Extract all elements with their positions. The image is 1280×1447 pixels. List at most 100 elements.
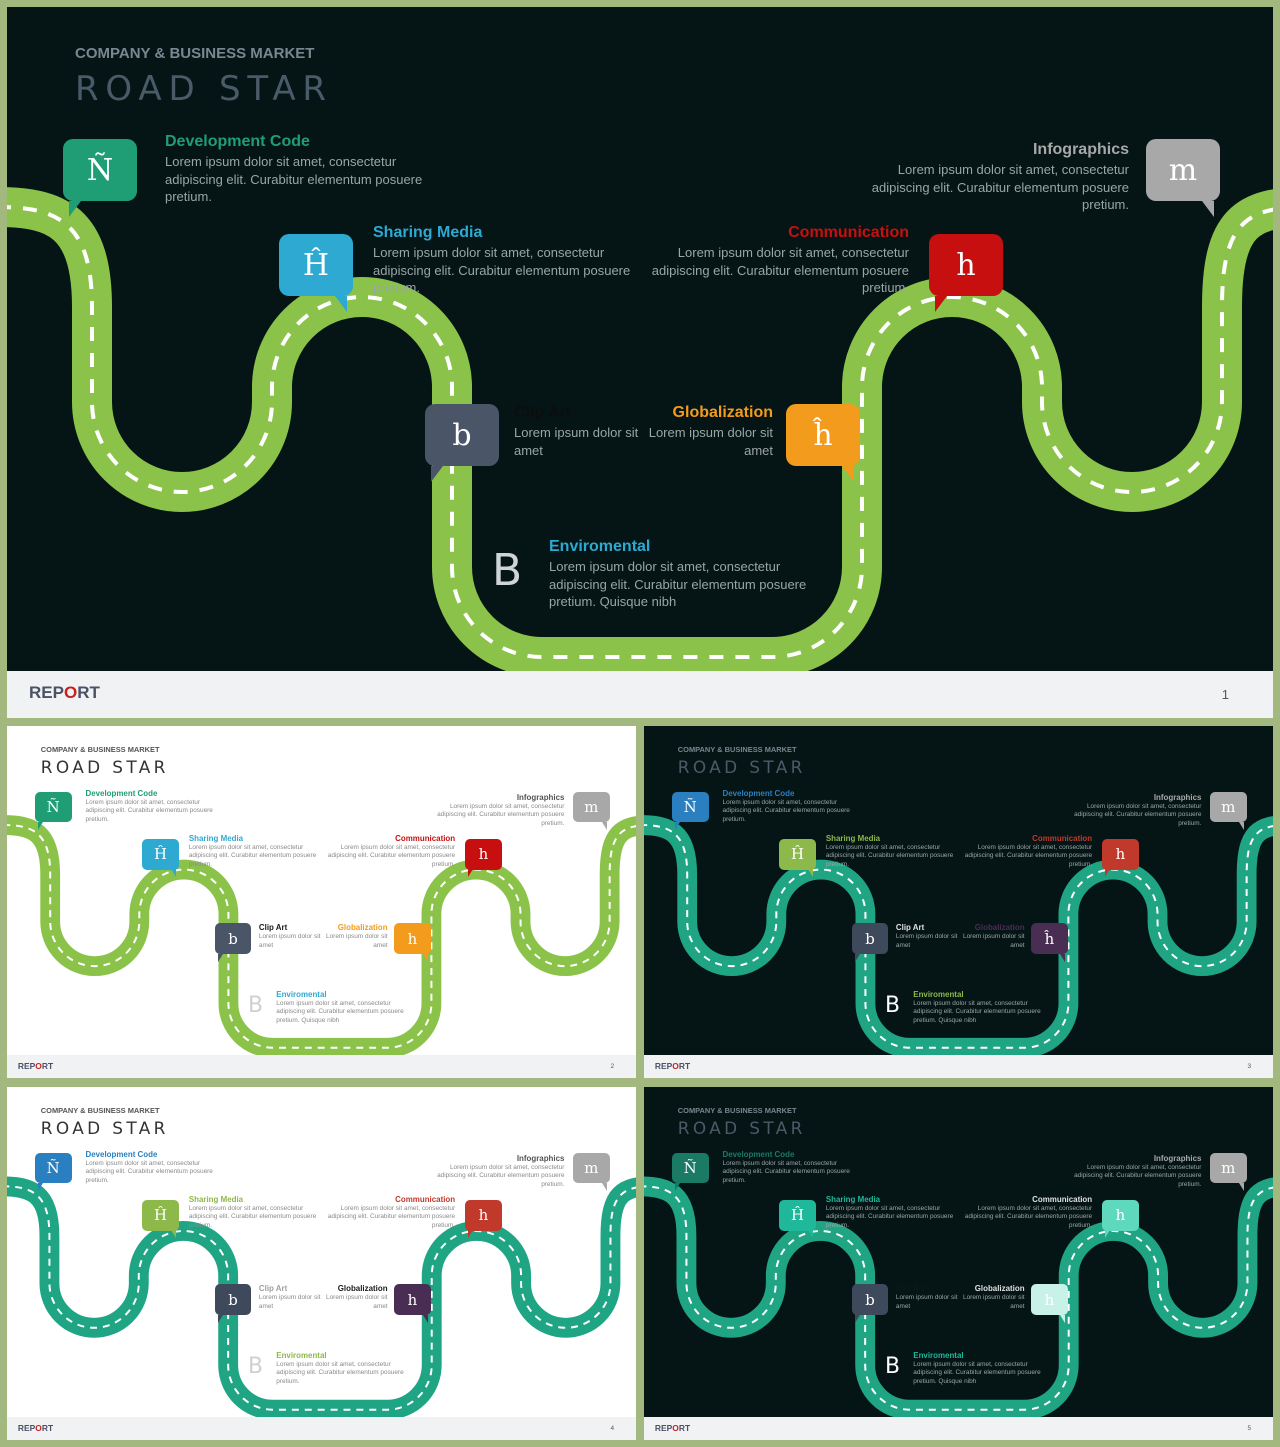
environment-icon: B [247,1354,263,1380]
item-heading: Enviromental [276,989,327,999]
bubble-glyph: m [584,1158,599,1177]
bubble-tail [37,822,43,831]
item-body: Lorem ipsum dolor sit amet, consectetur … [85,1159,213,1184]
footer-brand-part: REP [17,1422,36,1433]
bubble-glyph: h [1115,845,1126,864]
item-heading: Enviromental [276,1350,327,1360]
item-heading: Infographics [1032,141,1129,158]
road-graphic [644,815,1273,1058]
bubble-glyph: h [407,929,418,948]
road-graphic [7,1176,636,1420]
clip-bubble-icon: b [214,923,252,962]
footer-brand-part: REP [654,1060,673,1071]
item-heading: Enviromental [913,989,964,999]
bubble-glyph: m [1221,797,1236,816]
footer-brand: REPORT [655,1061,690,1071]
item-body: Lorem ipsum dolor sit amet [326,933,388,949]
item-body: Lorem ipsum dolor sit amet [258,1294,321,1310]
item-heading: Clip Art [258,1284,288,1294]
glob-bubble-icon: ĥ [786,404,860,482]
road-lane-marking [644,824,1273,1049]
item-heading: Infographics [516,792,565,802]
bubble-tail [1059,1314,1065,1323]
share-bubble-icon: Ĥ [142,1199,179,1239]
bubble-tail [842,465,854,482]
slide-title: ROAD STAR [677,756,806,777]
glob-bubble-icon: h [394,1284,431,1323]
bubble-glyph: h [478,1206,489,1225]
comm-bubble-icon: h [929,234,1003,312]
item-heading: Communication [788,224,909,241]
environment-icon: B [247,993,263,1019]
footer-brand-part: RT [678,1060,691,1071]
item-body: Lorem ipsum dolor sit amet [514,425,639,458]
item-body: Lorem ipsum dolor sit amet, consectetur … [188,1204,317,1230]
info-bubble-icon: m [572,791,610,831]
bubble-glyph: h [956,247,976,283]
bubble-glyph: Ĥ [791,1206,804,1225]
item-body: Lorem ipsum dolor sit amet [963,1294,1025,1310]
item-body: Lorem ipsum dolor sit amet [895,933,958,949]
comm-bubble-icon: h [465,1199,502,1239]
page-number: 5 [1247,1424,1252,1432]
bubble-glyph: Ñ [683,1158,697,1177]
item-body: Lorem ipsum dolor sit amet [895,1294,958,1310]
bubble-glyph: Ñ [46,1158,60,1177]
page-number: 2 [610,1062,615,1070]
clip-bubble-icon: b [214,1284,252,1323]
item-heading: Development Code [165,133,310,150]
glob-bubble-icon: h [394,923,431,962]
share-bubble-icon: Ĥ [779,1199,816,1239]
item-heading: Development Code [722,788,795,798]
item-body: Lorem ipsum dolor sit amet, consectetur … [188,843,317,869]
item-heading: Development Code [722,1149,795,1159]
road-graphic [7,187,1273,677]
slide-subtitle: COMPANY & BUSINESS MARKET [677,1105,797,1115]
footer-brand-part: REP [17,1060,36,1071]
slide-title: ROAD STAR [40,756,169,777]
item-body: Lorem ipsum dolor sit amet, consectetur … [165,154,423,204]
item-heading: Communication [1032,1194,1093,1204]
item-heading: Infographics [1153,792,1202,802]
bubble-tail [807,869,813,878]
slide-subtitle: COMPANY & BUSINESS MARKET [75,45,315,62]
item-heading: Communication [1032,833,1093,843]
share-bubble-icon: Ĥ [142,838,179,878]
item-heading: Clip Art [895,923,925,933]
item-body: Lorem ipsum dolor sit amet, consectetur … [276,1360,404,1386]
bubble-tail [335,295,347,312]
bubble-glyph: Ñ [86,152,114,188]
share-bubble-icon: Ĥ [779,838,816,878]
item-heading: Globalization [672,404,773,421]
item-heading: Sharing Media [825,833,881,843]
item-body: Lorem ipsum dolor sit amet, consectetur … [825,843,954,869]
item-heading: Enviromental [913,1350,964,1360]
dev-bubble-icon: Ñ [63,139,137,217]
dev-bubble-icon: Ñ [671,1152,709,1192]
item-body: Lorem ipsum dolor sit amet, consectetur … [373,245,631,295]
item-heading: Communication [395,833,456,843]
item-heading: Development Code [85,1149,158,1159]
slide-subtitle: COMPANY & BUSINESS MARKET [40,1105,160,1115]
footer-brand: REPORT [29,683,100,703]
bubble-glyph: h [1044,1290,1055,1309]
info-bubble-icon: m [572,1152,610,1192]
bubble-tail [1059,953,1065,962]
item-heading: Globalization [974,1284,1025,1294]
comm-bubble-icon: h [1102,838,1139,878]
item-heading: Communication [395,1194,456,1204]
bubble-glyph: m [1168,152,1198,188]
